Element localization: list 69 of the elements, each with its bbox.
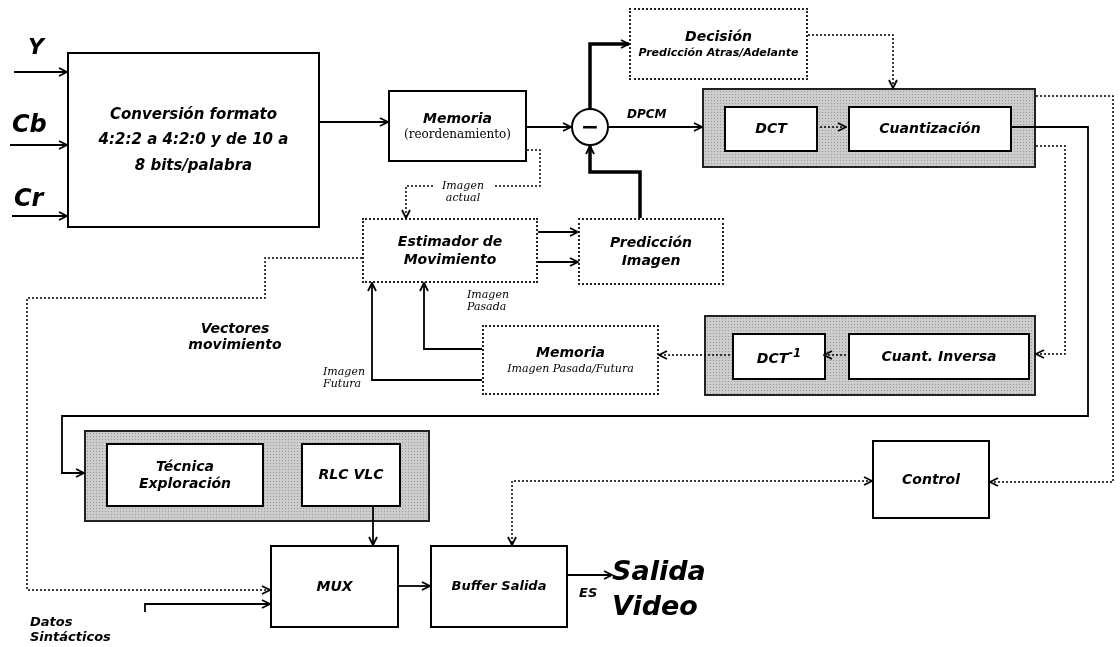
process-box — [848, 106, 1012, 152]
box-text: Imagen Pasada/Futura — [507, 361, 634, 376]
box-text: Estimador de Movimiento — [396, 233, 504, 268]
box-text: Control — [902, 470, 960, 489]
arrow — [398, 581, 431, 591]
box-text: Cuant. Inversa — [881, 347, 997, 366]
box-text: Memoria — [536, 344, 605, 362]
arrow — [368, 504, 378, 546]
arrow — [319, 117, 389, 127]
dotted-process-box — [629, 8, 808, 80]
arrow — [61, 126, 1089, 478]
input-label: Datos Sintácticos — [30, 614, 112, 645]
box-text: Memoria — [423, 109, 492, 128]
arrow — [26, 257, 363, 595]
arrow — [526, 122, 572, 132]
dotted-process-box — [578, 218, 724, 285]
box-text: Buffer Salida — [451, 578, 547, 595]
box-text: Conversión formato 4:2:2 a 4:2:0 y de 10 a 8 bits/palabra — [97, 103, 290, 176]
box-text: Predicción Imagen — [609, 234, 693, 269]
minus-sign: − — [580, 116, 600, 138]
box-text: Predicción Atras/Adelante — [638, 45, 799, 60]
box-text: Decisión — [685, 28, 752, 46]
process-box — [301, 443, 401, 507]
arrow — [658, 350, 731, 360]
arrow — [144, 599, 271, 613]
arrow — [11, 211, 68, 221]
edge-label: DPCM — [626, 108, 668, 122]
signal-label: Cr — [14, 184, 44, 212]
arrow — [989, 95, 1114, 487]
box-text: (reordenamiento) — [404, 127, 511, 143]
signal-label: Y — [28, 34, 44, 59]
process-box — [106, 443, 264, 507]
process-box — [732, 333, 826, 380]
arrow — [13, 67, 68, 77]
process-box — [388, 90, 527, 162]
process-box — [848, 333, 1030, 380]
process-box — [270, 545, 399, 628]
arrow — [507, 476, 873, 546]
arrow — [419, 282, 483, 350]
group-panel — [704, 315, 1036, 396]
process-box — [430, 545, 568, 628]
box-text: Cuantización — [879, 120, 981, 138]
box-text: MUX — [316, 577, 353, 596]
signal-label: Cb — [12, 110, 47, 138]
process-box — [724, 106, 818, 152]
arrow — [823, 350, 847, 360]
arrow — [1035, 145, 1066, 359]
arrow — [567, 570, 613, 580]
arrow — [537, 227, 579, 237]
box-text: Técnica Exploración — [137, 457, 233, 493]
subtractor-circle — [571, 108, 609, 146]
box-text: DCT$^{-1}$ — [756, 345, 802, 368]
output-label: Salida Video — [612, 553, 707, 623]
arrow — [807, 34, 898, 89]
arrow — [588, 39, 630, 108]
group-panel — [84, 430, 430, 522]
arrow — [537, 257, 579, 267]
dotted-process-box — [362, 218, 538, 283]
box-text: DCT — [755, 120, 787, 138]
box-text: RLC VLC — [318, 466, 384, 484]
arrow — [608, 122, 703, 132]
group-panel — [702, 88, 1036, 168]
dotted-process-box — [482, 325, 659, 395]
annotation-label: Vectores movimiento — [187, 320, 283, 352]
arrow — [585, 145, 642, 218]
arrow — [9, 140, 68, 150]
arrow — [367, 282, 483, 381]
process-box — [67, 52, 320, 228]
process-box — [872, 440, 990, 519]
